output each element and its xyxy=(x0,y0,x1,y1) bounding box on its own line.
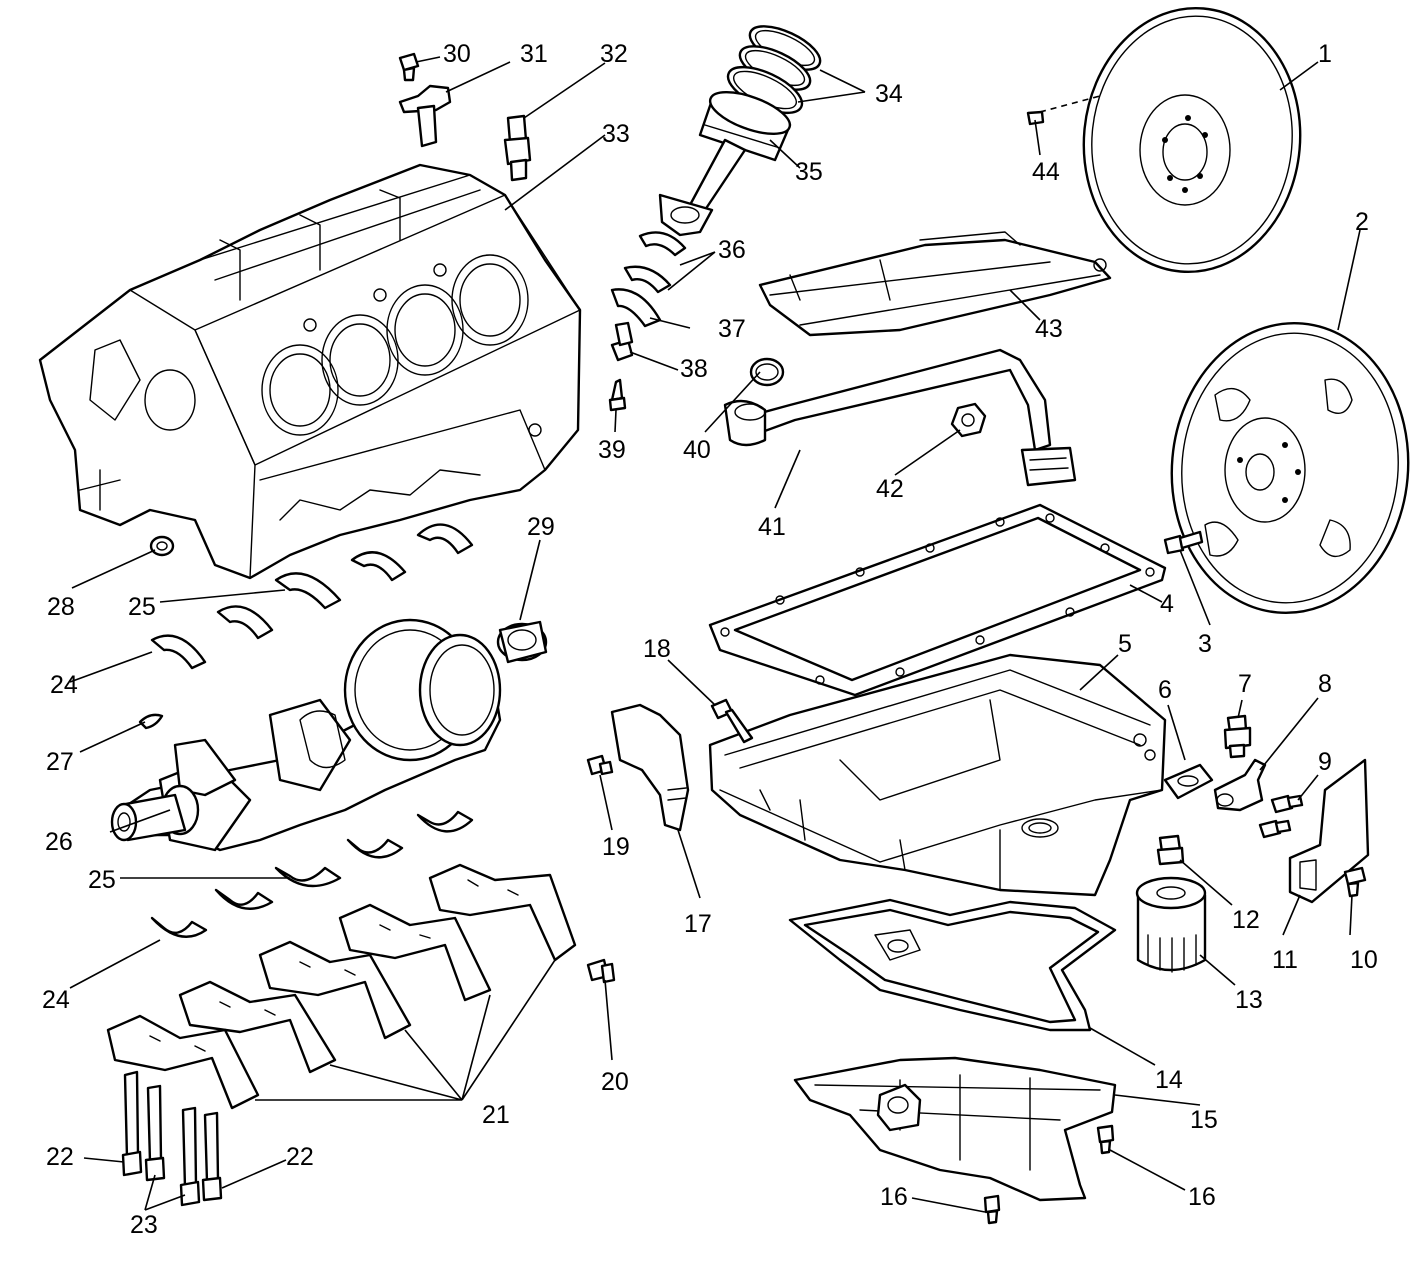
bracket-bolt xyxy=(1343,866,1367,898)
baffle-bolt-long xyxy=(710,698,754,744)
oil-pan-gasket xyxy=(708,503,1167,697)
callout-42: 42 xyxy=(876,475,904,503)
main-bearing-caps xyxy=(106,863,577,1110)
callout-39: 39 xyxy=(598,436,626,464)
callout-28: 28 xyxy=(47,593,75,621)
main-cap-side-bolt xyxy=(586,958,616,984)
callout-23: 23 xyxy=(130,1211,158,1239)
callout-32: 32 xyxy=(600,40,628,68)
callout-11: 11 xyxy=(1272,946,1298,974)
callout-20: 20 xyxy=(601,1068,629,1096)
callout-38: 38 xyxy=(680,355,708,383)
oil-cooler-gasket xyxy=(1163,763,1214,800)
callout-9: 9 xyxy=(1318,748,1332,776)
engine-block xyxy=(38,163,582,580)
piston-rings xyxy=(726,25,822,115)
callout-10: 10 xyxy=(1350,946,1378,974)
callout-2: 2 xyxy=(1355,208,1369,236)
crank-sprocket xyxy=(496,620,548,664)
callout-22-left: 22 xyxy=(46,1143,74,1171)
lower-pan-gasket xyxy=(788,898,1117,1032)
oil-cooler-adapter xyxy=(1213,758,1267,812)
callout-26: 26 xyxy=(45,828,73,856)
callout-40: 40 xyxy=(683,436,711,464)
callout-19: 19 xyxy=(602,833,630,861)
callout-5: 5 xyxy=(1118,630,1132,658)
leader-lines xyxy=(69,56,1361,1213)
flexplate xyxy=(1170,321,1410,615)
crank-key xyxy=(138,713,164,730)
callout-35: 35 xyxy=(795,158,823,186)
callout-41: 41 xyxy=(758,513,786,541)
callout-16-bottom: 16 xyxy=(880,1183,908,1211)
flexplate-bolt xyxy=(1163,530,1204,555)
callout-18: 18 xyxy=(643,635,671,663)
callout-13: 13 xyxy=(1235,986,1263,1014)
oil-pan-bracket xyxy=(1288,758,1370,904)
callout-33: 33 xyxy=(602,120,630,148)
oil-pressure-sensor xyxy=(1223,714,1252,759)
callout-22-right: 22 xyxy=(286,1143,314,1171)
callout-25-bottom: 25 xyxy=(88,866,116,894)
callout-numbers: 1 2 3 4 5 6 7 8 9 10 11 12 13 14 15 16 1… xyxy=(42,40,1378,1239)
oil-filter-fitting xyxy=(1156,834,1185,866)
callout-29: 29 xyxy=(527,513,555,541)
callout-24-bottom: 24 xyxy=(42,986,70,1014)
callout-14: 14 xyxy=(1155,1066,1183,1094)
piston xyxy=(698,91,792,162)
oil-deflector xyxy=(758,231,1112,337)
callout-12: 12 xyxy=(1232,906,1260,934)
callout-15: 15 xyxy=(1190,1106,1218,1134)
callout-4: 4 xyxy=(1160,590,1174,618)
pickup-o-ring xyxy=(749,357,785,387)
oil-filter xyxy=(1135,876,1207,973)
callout-44: 44 xyxy=(1032,158,1060,186)
knock-sensor xyxy=(503,114,532,182)
callout-24-top: 24 xyxy=(50,671,78,699)
pickup-nut xyxy=(950,402,987,438)
flywheel-dowel xyxy=(1026,110,1045,126)
cover-bolt xyxy=(983,1124,1115,1225)
callout-6: 6 xyxy=(1158,676,1172,704)
callout-34: 34 xyxy=(875,80,903,108)
connecting-rod xyxy=(658,138,747,237)
callout-21: 21 xyxy=(482,1101,510,1129)
callout-43: 43 xyxy=(1035,315,1063,343)
rod-bolt xyxy=(608,321,634,412)
lower-oil-pan-cover xyxy=(793,1056,1117,1202)
flywheel xyxy=(1082,6,1302,274)
rod-bearing-caps xyxy=(610,231,687,328)
crank-position-sensor xyxy=(398,84,452,148)
callout-27: 27 xyxy=(46,748,74,776)
callout-31: 31 xyxy=(520,40,548,68)
main-cap-bolts xyxy=(121,1070,223,1207)
callout-37: 37 xyxy=(718,315,746,343)
callout-16-right: 16 xyxy=(1188,1183,1216,1211)
baffle-bolt-short xyxy=(586,754,614,776)
sensor-bolt xyxy=(398,52,420,82)
oil-pickup-tube xyxy=(723,348,1077,487)
callout-36: 36 xyxy=(718,236,746,264)
callout-3: 3 xyxy=(1198,630,1212,658)
oil-pan xyxy=(708,653,1167,897)
callout-8: 8 xyxy=(1318,670,1332,698)
callout-25-top: 25 xyxy=(128,593,156,621)
main-bearing-upper xyxy=(150,523,474,670)
callout-1: 1 xyxy=(1318,40,1332,68)
adapter-bolt xyxy=(1258,794,1304,839)
callout-30: 30 xyxy=(443,40,471,68)
main-bearing-lower xyxy=(150,810,474,938)
baffle-bracket xyxy=(610,703,690,832)
pilot-bushing xyxy=(149,535,175,557)
callout-17: 17 xyxy=(684,910,712,938)
callout-7: 7 xyxy=(1238,670,1252,698)
crankshaft xyxy=(110,618,502,852)
